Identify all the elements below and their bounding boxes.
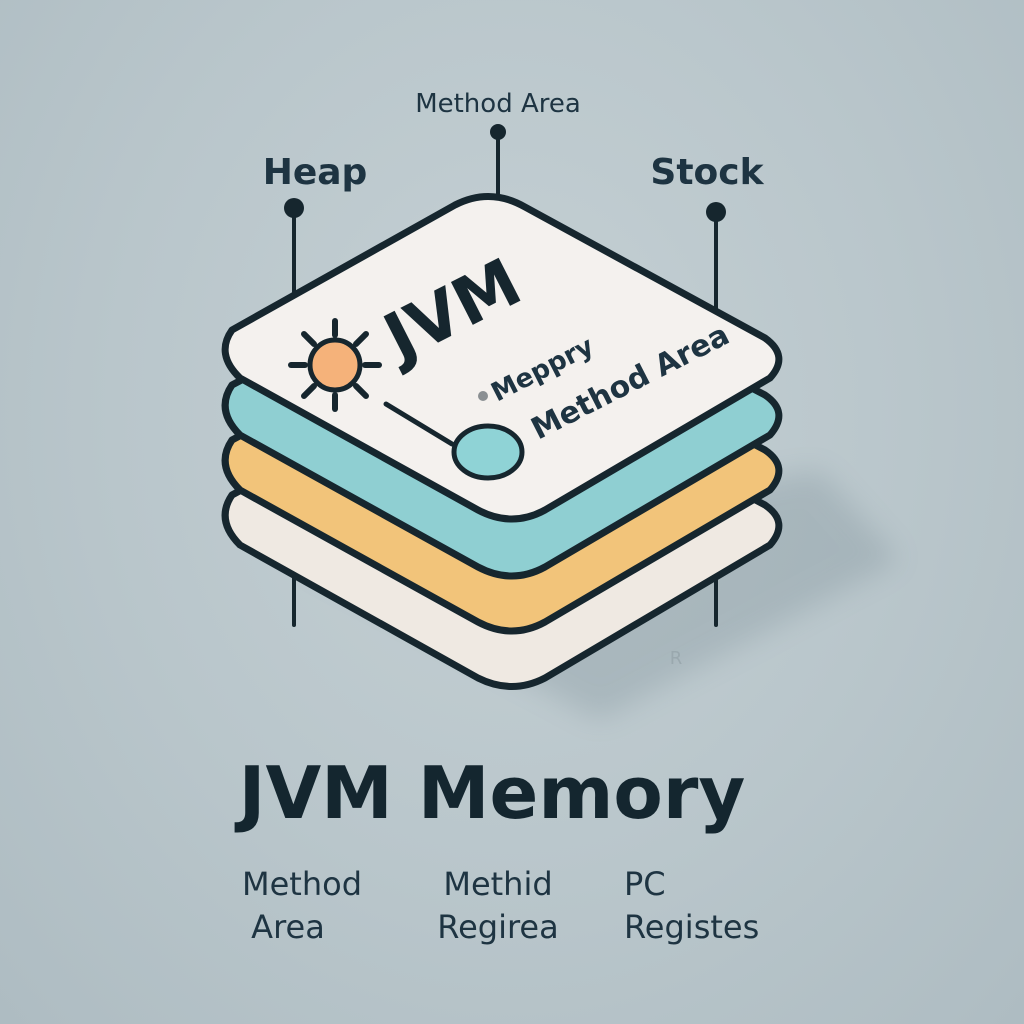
callout-heap: Heap [263,152,368,193]
callout-stack: Stock [650,152,764,193]
memory-layer-stack [221,193,783,690]
pin-dot-icon [284,124,726,222]
faint-mark: R [670,648,683,669]
gear-node-connector [383,401,455,447]
layer-top-card [221,193,783,523]
bottom-label-2-line-1: Methid [443,865,552,903]
bottom-label-2-line-2: Regirea [437,908,558,946]
bottom-labels: Method Area Methid Regirea PC Registes [242,865,759,946]
callout-method-area: Method Area [415,89,581,119]
bottom-label-3-line-1: PC [624,865,666,903]
circle-node-icon [451,423,525,481]
bottom-label-3-line-2: Registes [624,908,759,946]
bottom-label-1-line-1: Method [242,865,362,903]
stack-pin-dot [706,202,726,222]
bullet-dot [478,391,488,401]
gear-icon [288,318,382,412]
bottom-label-1-line-2: Area [251,908,325,946]
method-area-pin-dot [490,124,506,140]
main-title: JVM Memory [234,751,746,835]
heap-pin-dot [284,198,304,218]
